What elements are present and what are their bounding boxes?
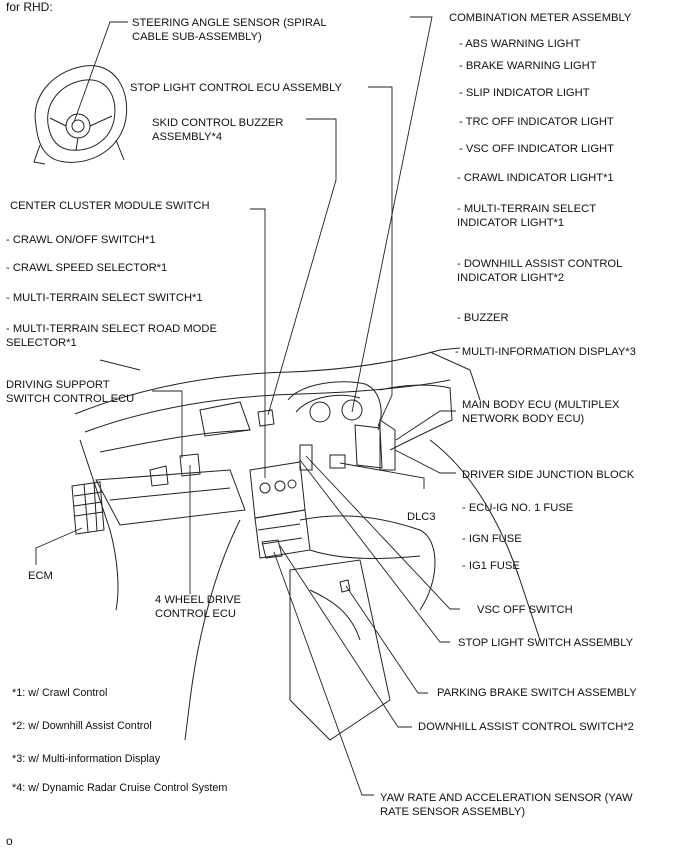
trc-off-indicator-label: - TRC OFF INDICATOR LIGHT <box>459 116 614 128</box>
buzzer-label: - BUZZER <box>457 312 509 324</box>
abs-warning-light-label: - ABS WARNING LIGHT <box>459 38 581 50</box>
ecu-ig-fuse-label: - ECU-IG NO. 1 FUSE <box>462 502 574 514</box>
vsc-off-indicator-label: - VSC OFF INDICATOR LIGHT <box>459 143 614 155</box>
combination-meter-label: COMBINATION METER ASSEMBLY <box>449 12 632 24</box>
four-wheel-drive-ecu-label: 4 WHEEL DRIVE CONTROL ECU <box>155 594 241 620</box>
brake-warning-light-label: - BRAKE WARNING LIGHT <box>459 60 597 72</box>
vsc-off-switch-label: VSC OFF SWITCH <box>477 604 573 616</box>
leader-lines <box>35 16 460 796</box>
ecm-label: ECM <box>28 570 53 582</box>
dac-indicator-label: - DOWNHILL ASSIST CONTROL INDICATOR LIGH… <box>457 258 623 284</box>
stop-light-control-ecu-label: STOP LIGHT CONTROL ECU ASSEMBLY <box>130 82 342 94</box>
center-cluster-module-switch-label: CENTER CLUSTER MODULE SWITCH <box>10 200 210 212</box>
main-body-ecu-label: MAIN BODY ECU (MULTIPLEX NETWORK BODY EC… <box>462 399 620 425</box>
steering-angle-sensor-label: STEERING ANGLE SENSOR (SPIRAL CABLE SUB-… <box>132 17 327 43</box>
driving-support-ecu-label: DRIVING SUPPORT SWITCH CONTROL ECU <box>6 379 135 405</box>
dlc3-label: DLC3 <box>407 511 436 523</box>
footnote-crawl: *1: w/ Crawl Control <box>12 687 108 699</box>
yaw-rate-sensor-label: YAW RATE AND ACCELERATION SENSOR (YAW RA… <box>380 792 633 818</box>
crawl-onoff-switch-label: - CRAWL ON/OFF SWITCH*1 <box>6 234 156 246</box>
stop-light-switch-label: STOP LIGHT SWITCH ASSEMBLY <box>458 637 634 649</box>
multi-terrain-select-switch-label: - MULTI-TERRAIN SELECT SWITCH*1 <box>6 292 203 304</box>
parking-brake-switch-label: PARKING BRAKE SWITCH ASSEMBLY <box>437 687 637 699</box>
multi-information-display-label: - MULTI-INFORMATION DISPLAY*3 <box>455 346 636 358</box>
footer-mark: o <box>6 834 13 848</box>
downhill-assist-switch-label: DOWNHILL ASSIST CONTROL SWITCH*2 <box>418 721 634 733</box>
steering-wheel-inset <box>33 65 128 165</box>
crawl-indicator-label: - CRAWL INDICATOR LIGHT*1 <box>457 172 614 184</box>
footnote-radar-cruise: *4: w/ Dynamic Radar Cruise Control Syst… <box>12 782 228 794</box>
dashboard-body <box>71 347 541 741</box>
header-label: for RHD: <box>6 0 53 14</box>
crawl-speed-selector-label: - CRAWL SPEED SELECTOR*1 <box>6 262 168 274</box>
footnote-multi-info: *3: w/ Multi-information Display <box>12 753 161 765</box>
footnote-downhill: *2: w/ Downhill Assist Control <box>12 720 152 732</box>
slip-indicator-light-label: - SLIP INDICATOR LIGHT <box>459 87 590 99</box>
driver-junction-block-label: DRIVER SIDE JUNCTION BLOCK <box>462 469 635 481</box>
ig1-fuse-label: - IG1 FUSE <box>462 560 520 572</box>
mts-indicator-label: - MULTI-TERRAIN SELECT INDICATOR LIGHT*1 <box>457 203 597 229</box>
ign-fuse-label: - IGN FUSE <box>462 533 522 545</box>
skid-control-buzzer-label: SKID CONTROL BUZZER ASSEMBLY*4 <box>152 117 284 143</box>
multi-terrain-road-mode-label: - MULTI-TERRAIN SELECT ROAD MODE SELECTO… <box>6 323 217 349</box>
